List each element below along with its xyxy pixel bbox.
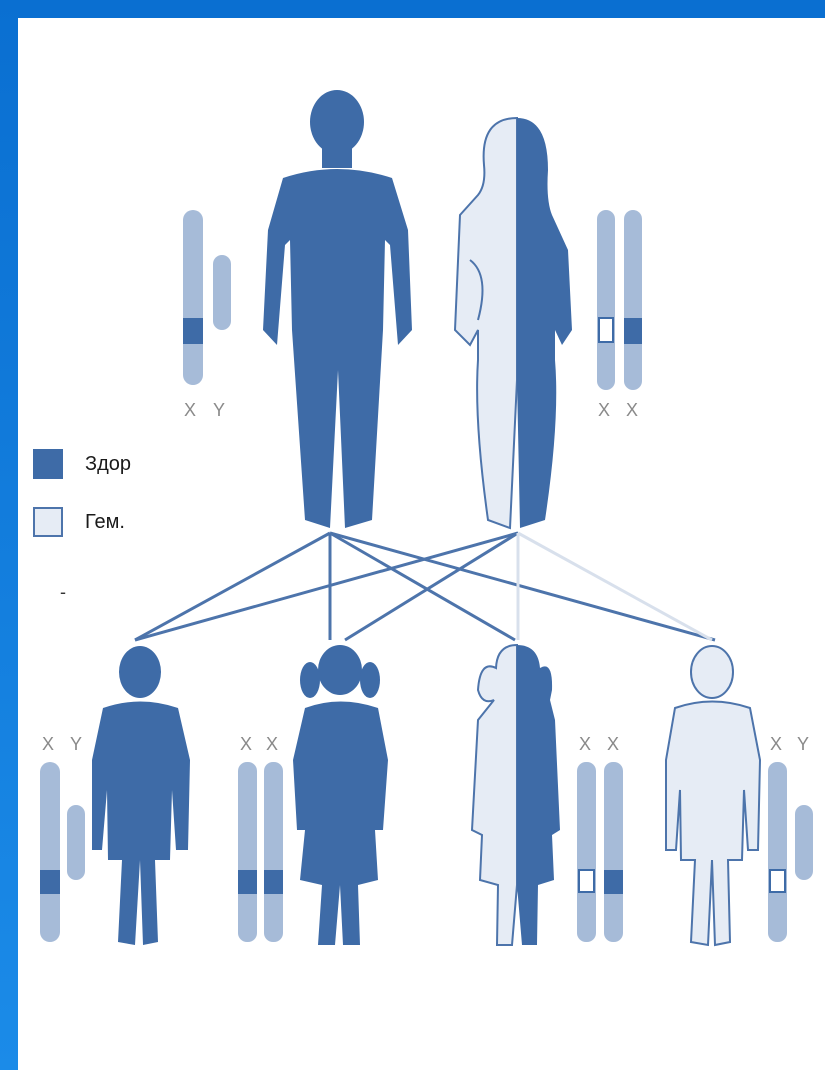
legend-hemophilia-label: Гем.: [85, 511, 125, 534]
inheritance-lines: [135, 533, 715, 640]
child2-chrom-label-1: X: [240, 734, 252, 754]
legend-healthy-swatch: [33, 449, 63, 479]
child3-light-half: [472, 645, 517, 945]
child3-dark-half: [517, 645, 560, 945]
legend-healthy-label: Здор: [85, 453, 131, 476]
father-chrom-label-2: Y: [213, 400, 225, 420]
child-daughter-healthy: [293, 645, 388, 945]
child3-chrom-label-1: X: [579, 734, 591, 754]
child1-chrom-label-1: X: [42, 734, 54, 754]
child3-chromosomes: X X: [577, 734, 623, 942]
mother-dark-half: [517, 118, 572, 528]
mother-chromosomes: X X: [597, 210, 642, 420]
mother-chrom-label-1: X: [598, 400, 610, 420]
child4-chrom-label-1: X: [770, 734, 782, 754]
legend-hemophilia-swatch: [33, 507, 63, 537]
child1-chrom-label-2: Y: [70, 734, 82, 754]
father-figure: [263, 90, 412, 528]
child-daughter-carrier: [472, 645, 560, 945]
child4-chromosomes: X Y: [768, 734, 813, 942]
mother-chrom-label-2: X: [626, 400, 638, 420]
footnote-mark: -: [60, 582, 66, 603]
mother-light-half: [455, 118, 517, 528]
child2-chrom-label-2: X: [266, 734, 278, 754]
child1-chromosomes: X Y: [40, 734, 85, 942]
father-chrom-label-1: X: [184, 400, 196, 420]
child-son-healthy: [92, 646, 190, 945]
child3-chrom-label-2: X: [607, 734, 619, 754]
father-chromosomes: X Y: [183, 210, 231, 420]
mother-figure: [455, 118, 572, 528]
child4-chrom-label-2: Y: [797, 734, 809, 754]
legend-hemophilia: Гем.: [33, 507, 125, 537]
legend-healthy: Здор: [33, 449, 131, 479]
child-son-hemophilia: [666, 646, 760, 945]
child2-chromosomes: X X: [238, 734, 283, 942]
